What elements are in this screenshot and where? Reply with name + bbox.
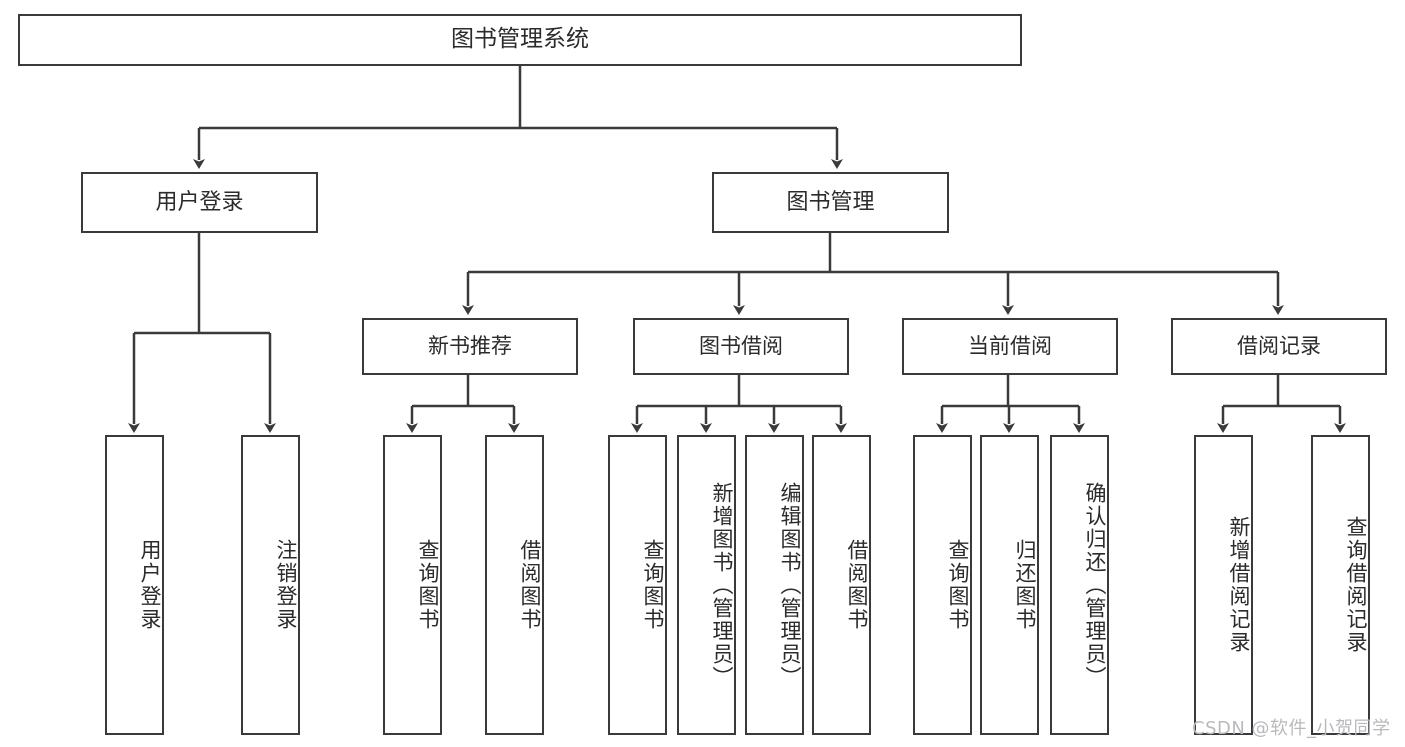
leaf-current-borrow-query[interactable]: 查询图书 xyxy=(913,435,972,735)
node-user-login[interactable]: 用户登录 xyxy=(81,172,318,233)
node-borrow-record[interactable]: 借阅记录 xyxy=(1171,318,1387,375)
leaf-label: 借阅图书 xyxy=(845,539,869,631)
node-root-label: 图书管理系统 xyxy=(451,26,589,53)
leaf-user-login-logout[interactable]: 注销登录 xyxy=(241,435,300,735)
leaf-current-borrow-confirm-return[interactable]: 确认归还（管理员） xyxy=(1050,435,1109,735)
leaf-book-borrow-add[interactable]: 新增图书（管理员） xyxy=(677,435,736,735)
node-new-book-recommend[interactable]: 新书推荐 xyxy=(362,318,578,375)
node-current-borrow-label: 当前借阅 xyxy=(968,334,1052,359)
leaf-current-borrow-return[interactable]: 归还图书 xyxy=(980,435,1039,735)
leaf-book-borrow-edit[interactable]: 编辑图书（管理员） xyxy=(745,435,804,735)
leaf-new-book-borrow[interactable]: 借阅图书 xyxy=(485,435,544,735)
node-user-login-label: 用户登录 xyxy=(155,189,244,215)
leaf-label: 借阅图书 xyxy=(518,539,542,631)
node-book-borrow-label: 图书借阅 xyxy=(699,334,783,359)
leaf-label: 查询借阅记录 xyxy=(1344,516,1368,654)
leaf-label: 查询图书 xyxy=(416,539,440,631)
node-root[interactable]: 图书管理系统 xyxy=(18,14,1022,66)
leaf-new-book-query[interactable]: 查询图书 xyxy=(383,435,442,735)
leaf-borrow-record-add[interactable]: 新增借阅记录 xyxy=(1194,435,1253,735)
node-book-management-label: 图书管理 xyxy=(786,189,875,215)
leaf-label: 注销登录 xyxy=(274,539,298,631)
node-new-book-recommend-label: 新书推荐 xyxy=(428,334,512,359)
node-current-borrow[interactable]: 当前借阅 xyxy=(902,318,1118,375)
csdn-watermark: CSDN @软件_小贺同学 xyxy=(1192,718,1391,739)
node-book-management[interactable]: 图书管理 xyxy=(712,172,949,233)
leaf-borrow-record-query[interactable]: 查询借阅记录 xyxy=(1311,435,1370,735)
leaf-label: 确认归还（管理员） xyxy=(1083,481,1107,689)
leaf-label: 编辑图书（管理员） xyxy=(778,481,802,689)
leaf-book-borrow-query[interactable]: 查询图书 xyxy=(608,435,667,735)
leaf-label: 查询图书 xyxy=(641,539,665,631)
leaf-label: 查询图书 xyxy=(946,539,970,631)
node-book-borrow[interactable]: 图书借阅 xyxy=(633,318,849,375)
leaf-label: 归还图书 xyxy=(1013,539,1037,631)
leaf-label: 新增借阅记录 xyxy=(1227,516,1251,654)
leaf-label: 新增图书（管理员） xyxy=(710,481,734,689)
leaf-user-login-login[interactable]: 用户登录 xyxy=(105,435,164,735)
leaf-book-borrow-borrow[interactable]: 借阅图书 xyxy=(812,435,871,735)
leaf-label: 用户登录 xyxy=(138,539,162,631)
node-borrow-record-label: 借阅记录 xyxy=(1237,334,1321,359)
